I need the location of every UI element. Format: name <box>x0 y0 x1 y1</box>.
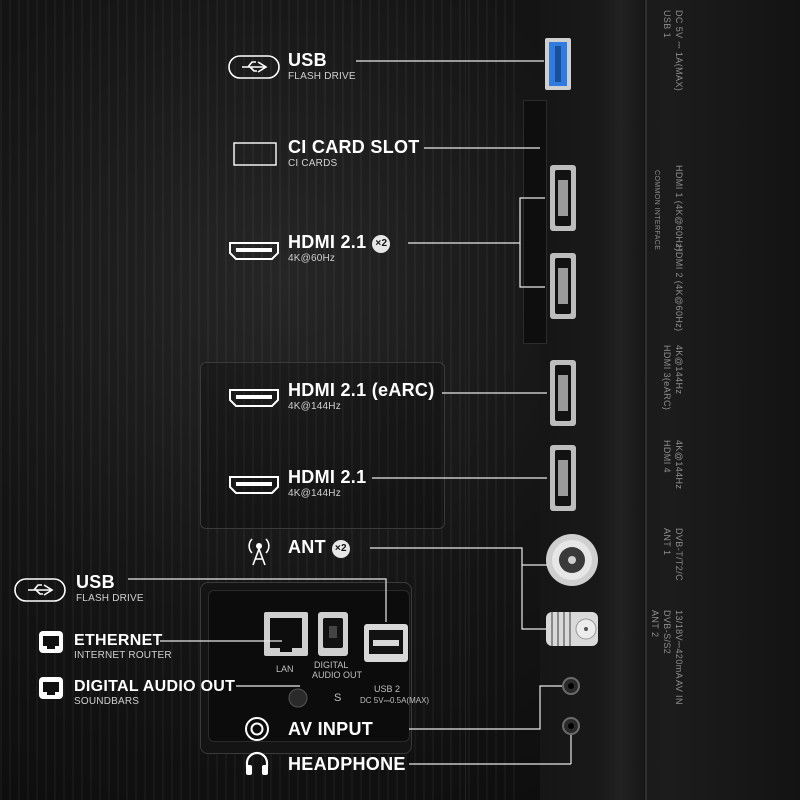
hdmi-icon <box>229 476 279 494</box>
s-print: S <box>334 692 342 704</box>
port-bracket <box>597 0 647 800</box>
side-panel <box>540 0 800 800</box>
av-input-icon <box>245 717 269 741</box>
ant2-print-b: DVB-S/S2 <box>662 610 672 655</box>
ant1-print-b: DVB-T/T2/C <box>674 528 684 582</box>
usb2-print-2: DC 5V⎓0.5A(MAX) <box>360 696 430 705</box>
hdmi3-print-b: 4K@144Hz <box>674 345 684 395</box>
av-input-title: AV INPUT <box>288 719 374 739</box>
hdmi-x2-label: HDMI 2.1 ×2 4K@60Hz <box>288 232 391 264</box>
service-jack <box>288 688 308 708</box>
panel-edge <box>645 0 647 800</box>
ci-sub: CI CARDS <box>288 158 338 169</box>
headphone-icon <box>245 751 269 775</box>
ethernet-title: ETHERNET <box>74 632 163 649</box>
lower-port-recess <box>208 590 410 742</box>
hdmi1-print: HDMI 1 (4K@60Hz) <box>674 165 684 252</box>
hdmi-port-4[interactable] <box>550 445 576 511</box>
usb-port-top[interactable] <box>545 38 571 90</box>
hdmi-earc-sub: 4K@144Hz <box>288 401 341 412</box>
lan-port[interactable] <box>264 612 308 656</box>
digital-print-1: DIGITAL <box>314 660 349 670</box>
hdmi2-print: HDMI 2 (4K@60Hz) <box>674 245 684 332</box>
hdmi4-print: HDMI 4 <box>662 440 672 473</box>
usb-top-label: USB FLASH DRIVE <box>288 50 356 82</box>
hdmi-port-1[interactable] <box>550 165 576 231</box>
usb-top-sub: FLASH DRIVE <box>288 71 356 82</box>
count-badge: ×2 <box>372 235 391 253</box>
ethernet-label: ETHERNET INTERNET ROUTER <box>74 632 172 661</box>
usb-top-title: USB <box>288 50 327 70</box>
hdmi4-print-b: 4K@144Hz <box>674 440 684 490</box>
ethernet-icon <box>39 631 63 653</box>
lan-print: LAN <box>276 664 294 674</box>
hdmi3-print: HDMI 3(eARC) <box>662 345 672 411</box>
digital-print-2: AUDIO OUT <box>312 670 363 680</box>
hdmi-icon <box>229 389 279 407</box>
usb1-print: USB 1 <box>662 10 672 39</box>
optical-port[interactable] <box>318 612 348 656</box>
usb-port-side[interactable] <box>364 624 408 662</box>
antenna-port-2[interactable] <box>546 612 598 646</box>
ci-print: COMMON INTERFACE <box>653 170 660 251</box>
hdmi-sub: 4K@144Hz <box>288 488 341 499</box>
usb-side-label: USB FLASH DRIVE <box>76 572 144 604</box>
hdmi-port-3[interactable] <box>550 360 576 426</box>
ant1-print: ANT 1 <box>662 528 672 556</box>
hdmi-port-2[interactable] <box>550 253 576 319</box>
hdmi-x2-sub: 4K@60Hz <box>288 253 336 264</box>
av-input-label: AV INPUT <box>288 719 373 740</box>
count-badge: ×2 <box>331 540 350 558</box>
digital-audio-title: DIGITAL AUDIO OUT <box>74 678 236 695</box>
hdmi-title: HDMI 2.1 <box>288 467 367 487</box>
hdmi-earc-title: HDMI 2.1 (eARC) <box>288 380 435 400</box>
headphone-title: HEADPHONE <box>288 754 406 774</box>
ant-title: ANT <box>288 537 326 557</box>
antenna-port-1[interactable] <box>546 534 598 586</box>
usb1-print-b: DC 5V ⎓ 1A(MAX) <box>674 10 684 92</box>
headphone-label: HEADPHONE <box>288 754 406 775</box>
ant2-print-c: 13/18V⎓420mA <box>674 610 684 680</box>
usb-icon <box>14 578 66 602</box>
leader-lines <box>128 60 572 765</box>
hdmi-earc-label: HDMI 2.1 (eARC) 4K@144Hz <box>288 380 435 412</box>
hdmi-label: HDMI 2.1 4K@144Hz <box>288 467 366 499</box>
optical-icon <box>39 677 63 699</box>
ethernet-sub: INTERNET ROUTER <box>74 650 172 661</box>
ant2-print: ANT 2 <box>650 610 660 638</box>
usb2-print-1: USB 2 <box>374 684 401 694</box>
ant-label: ANT ×2 <box>288 537 350 558</box>
hdmi-x2-title: HDMI 2.1 <box>288 232 367 252</box>
ci-card-slot[interactable] <box>523 100 547 344</box>
usb-side-title: USB <box>76 572 115 592</box>
usb-icon <box>228 55 280 79</box>
usb-side-sub: FLASH DRIVE <box>76 593 144 604</box>
ci-title: CI CARD SLOT <box>288 137 420 157</box>
panel-seam <box>465 0 466 800</box>
digital-audio-label: DIGITAL AUDIO OUT SOUNDBARS <box>74 678 235 707</box>
antenna-icon <box>248 538 270 566</box>
digital-audio-sub: SOUNDBARS <box>74 696 140 707</box>
hdmi-icon <box>229 242 279 260</box>
ci-card-icon <box>233 142 277 166</box>
avin-print: AV IN <box>674 680 684 705</box>
av-input-jack[interactable] <box>562 677 580 695</box>
headphone-jack[interactable] <box>562 717 580 735</box>
ci-label: CI CARD SLOT CI CARDS <box>288 137 420 169</box>
